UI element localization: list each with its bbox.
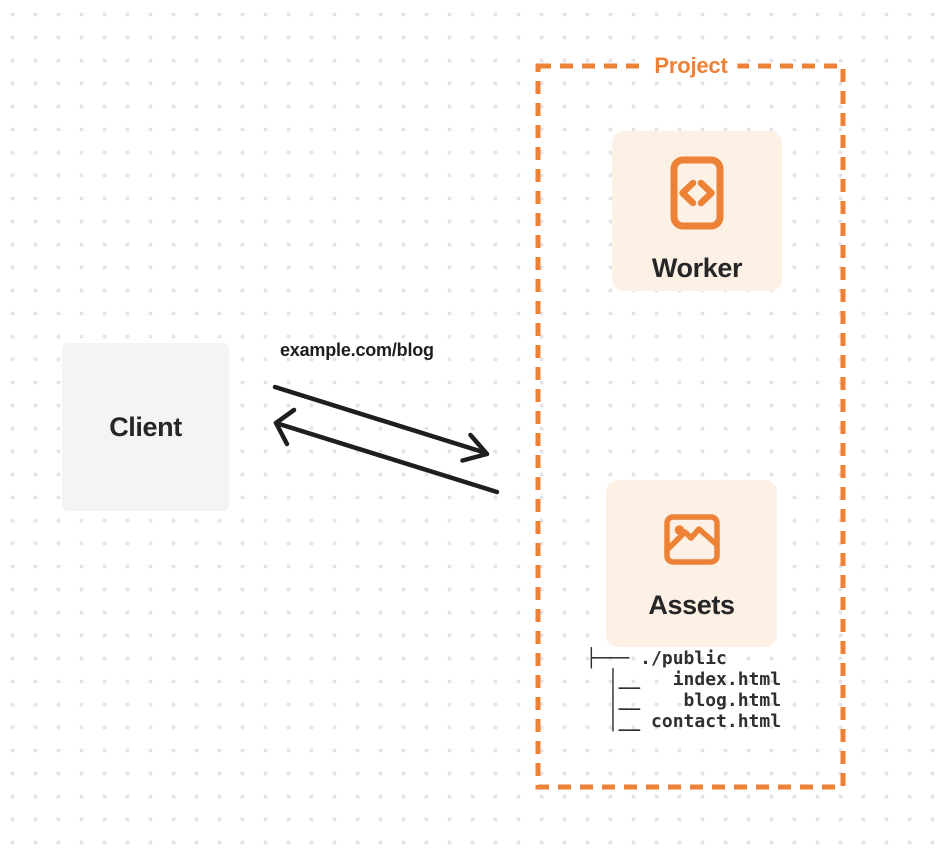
code-file-icon [670, 156, 724, 230]
assets-card: Assets [606, 480, 777, 647]
assets-file-tree: ├─── ./public │__ index.html │__ blog.ht… [586, 648, 782, 732]
image-frame [663, 514, 720, 565]
chevron-left-icon [679, 179, 697, 207]
arrow-response-line [273, 420, 500, 495]
chevron-right-icon [697, 179, 715, 207]
assets-label: Assets [648, 590, 735, 620]
image-icon [663, 514, 720, 565]
request-url-label: example.com/blog [280, 340, 434, 360]
client-box: Client [62, 343, 229, 511]
client-label: Client [109, 411, 182, 442]
code-file-outline [670, 156, 724, 230]
arrow-request-head-icon [460, 432, 490, 463]
project-label: Project [644, 51, 738, 81]
worker-card: Worker [612, 131, 782, 291]
image-mountains [665, 526, 718, 551]
arrow-response-head-icon [273, 407, 297, 447]
project-dashed-border [535, 63, 846, 790]
request-response-arrows [272, 384, 500, 495]
worker-label: Worker [651, 253, 743, 283]
arrow-request-line [272, 384, 489, 456]
